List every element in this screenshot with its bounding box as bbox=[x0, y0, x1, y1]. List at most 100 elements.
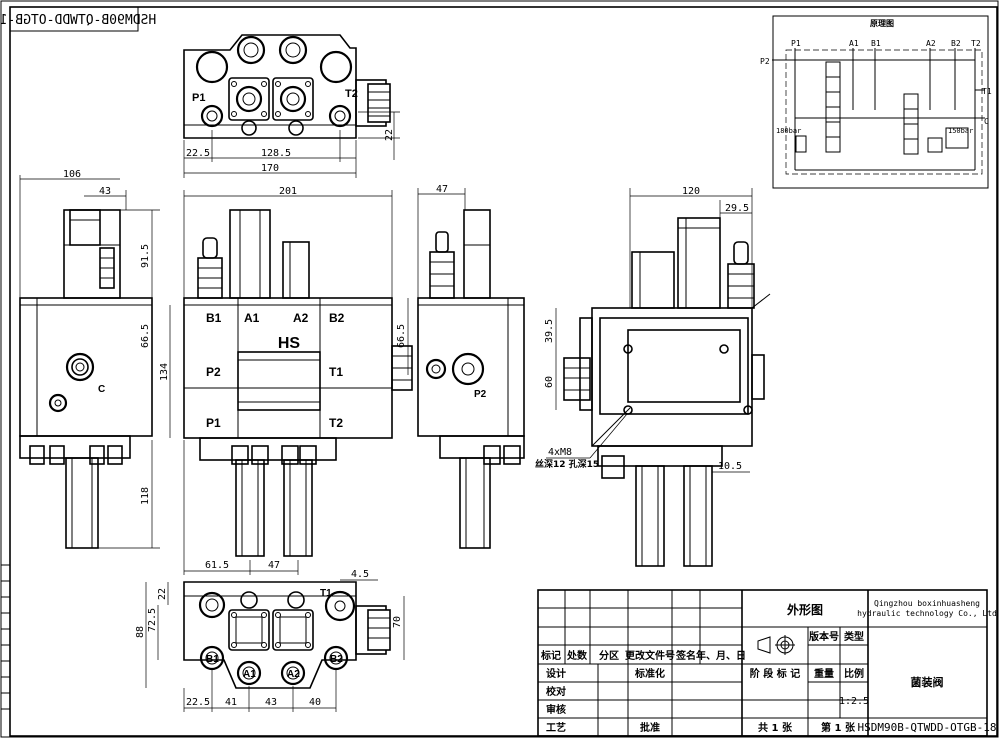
tb-standardize: 标准化 bbox=[634, 667, 665, 680]
sch-port-a2: A2 bbox=[926, 39, 936, 48]
front-port-a1: A1 bbox=[244, 311, 260, 325]
sch-port-a1: A1 bbox=[849, 39, 859, 48]
bottom-dim-70: 70 bbox=[392, 616, 403, 628]
tb-stage-mark: 阶 段 标 记 bbox=[750, 667, 800, 680]
left-dim-106: 106 bbox=[63, 169, 81, 180]
front-dim-201: 201 bbox=[279, 186, 297, 197]
top-port-t2: T2 bbox=[345, 88, 358, 100]
sch-port-t2: T2 bbox=[971, 39, 981, 48]
front-port-b2: B2 bbox=[329, 311, 345, 325]
tb-row-review: 审核 bbox=[546, 703, 566, 716]
tb-product-name: 菌装阀 bbox=[911, 675, 944, 689]
front-port-a2: A2 bbox=[293, 311, 309, 325]
top-dim-170: 170 bbox=[261, 163, 279, 174]
tb-col-zone: 分区 bbox=[599, 649, 619, 662]
left-side-view: C 106 43 91.5 66.5 118 bbox=[19, 169, 160, 549]
front-port-t1: T1 bbox=[329, 365, 343, 379]
sch-port-b1: B1 bbox=[871, 39, 881, 48]
tb-scale-value: 1:2.5 bbox=[839, 696, 869, 707]
left-dim-43: 43 bbox=[99, 186, 111, 197]
front-dim-134: 134 bbox=[159, 363, 170, 381]
bottom-dim-4-5: 4.5 bbox=[351, 569, 369, 580]
bottom-dim-41: 41 bbox=[225, 697, 237, 708]
front-dim-61-5: 61.5 bbox=[205, 560, 229, 571]
right-side-view: P2 47 66.5 bbox=[396, 184, 525, 549]
left-port-c: C bbox=[98, 384, 105, 395]
far-thread-note-1: 4xM8 bbox=[548, 447, 572, 458]
top-view: P1 T2 22.5 128.5 170 22 bbox=[183, 34, 400, 178]
tb-col-date: 年、月、日 bbox=[696, 649, 746, 662]
bottom-dim-22-5: 22.5 bbox=[186, 697, 210, 708]
sch-port-c: C bbox=[984, 117, 989, 126]
top-dim-22-5: 22.5 bbox=[186, 148, 210, 159]
tb-scale-label: 比例 bbox=[844, 667, 864, 680]
bottom-port-b2: B2 bbox=[330, 654, 343, 665]
front-port-p1: P1 bbox=[206, 416, 221, 430]
front-dim-47: 47 bbox=[268, 560, 280, 571]
bottom-view: T1 B1 A1 A2 B2 22 72.5 88 4.5 70 22.5 41… bbox=[135, 569, 405, 712]
far-dim-10-5: 10.5 bbox=[718, 461, 742, 472]
bottom-port-b1: B1 bbox=[206, 654, 219, 665]
bottom-dim-40: 40 bbox=[309, 697, 321, 708]
tb-sheet-total: 共 1 张 bbox=[758, 721, 793, 734]
tb-col-mark: 标记 bbox=[540, 649, 561, 662]
far-dim-60: 60 bbox=[544, 376, 555, 388]
bottom-dim-72-5: 72.5 bbox=[147, 608, 158, 632]
front-port-b1: B1 bbox=[206, 311, 222, 325]
bottom-dim-22: 22 bbox=[157, 588, 168, 600]
tb-weight-label: 重量 bbox=[814, 667, 834, 680]
top-port-p1: P1 bbox=[192, 92, 205, 104]
front-view: HS B1 A1 A2 B2 P2 T1 P1 T2 201 134 61.5 … bbox=[159, 186, 413, 575]
schematic-title: 原理图 bbox=[870, 19, 894, 28]
bottom-dim-43: 43 bbox=[265, 697, 277, 708]
left-dim-118: 118 bbox=[140, 487, 151, 505]
sch-port-p1: P1 bbox=[791, 39, 801, 48]
left-dim-91-5: 91.5 bbox=[140, 244, 151, 268]
sch-port-b2: B2 bbox=[951, 39, 961, 48]
right-dim-66-5: 66.5 bbox=[396, 324, 407, 348]
far-right-view: 120 29.5 39.5 60 10.5 4xM8 丝深12 孔深15 bbox=[535, 186, 771, 567]
tb-col-count: 处数 bbox=[566, 649, 588, 662]
tb-drawing-name: 外形图 bbox=[787, 602, 823, 617]
title-block: 标记 处数 分区 更改文件号 签名 年、月、日 设计 校对 审核 工艺 标准化 … bbox=[537, 589, 997, 737]
sch-port-p2: P2 bbox=[760, 57, 770, 66]
far-dim-29-5: 29.5 bbox=[725, 203, 749, 214]
tb-col-sign: 签名 bbox=[675, 649, 696, 662]
tb-row-design: 设计 bbox=[546, 667, 566, 680]
projection-symbol-icon bbox=[757, 635, 795, 655]
front-port-p2: P2 bbox=[206, 365, 221, 379]
bottom-port-a1: A1 bbox=[243, 669, 256, 680]
hydraulic-schematic: 原理图 P1 A1 B1 A2 B2 T2 P2 T1 C 180bar bbox=[760, 15, 992, 189]
tb-drawing-code: HSDM90B-QTWDD-OTGB-18 bbox=[857, 721, 996, 734]
front-port-t2: T2 bbox=[329, 416, 343, 430]
bottom-dim-88: 88 bbox=[135, 626, 146, 638]
far-thread-note-2: 丝深12 孔深15 bbox=[535, 458, 599, 470]
top-dim-22: 22 bbox=[384, 129, 395, 141]
left-margin-ruler bbox=[1, 564, 10, 710]
tb-col-change-doc: 更改文件号 bbox=[625, 649, 675, 662]
bottom-port-a2: A2 bbox=[287, 669, 300, 680]
tb-row-check: 校对 bbox=[546, 685, 566, 698]
left-dim-66-5: 66.5 bbox=[140, 324, 151, 348]
sch-pressure-180: 180bar bbox=[776, 127, 801, 135]
far-dim-120: 120 bbox=[682, 186, 700, 197]
mirrored-drawing-code: HSDM90B-QTWDD-OTGB-18 bbox=[0, 13, 156, 28]
sch-port-t1: T1 bbox=[982, 87, 992, 96]
drawing-frame bbox=[9, 6, 998, 737]
tb-approve: 批准 bbox=[640, 721, 660, 734]
tb-row-process: 工艺 bbox=[546, 721, 566, 734]
tb-sheet-no: 第 1 张 bbox=[821, 721, 856, 734]
top-dim-128-5: 128.5 bbox=[261, 148, 291, 159]
tb-version-label: 版本号 bbox=[809, 630, 839, 643]
right-port-p2: P2 bbox=[474, 389, 487, 400]
bottom-port-t1: T1 bbox=[320, 588, 332, 599]
right-dim-47: 47 bbox=[436, 184, 448, 195]
sch-pressure-150: 150bar bbox=[948, 127, 973, 135]
far-dim-39-5: 39.5 bbox=[544, 319, 555, 343]
front-brand-hs: HS bbox=[278, 335, 301, 352]
mirrored-code-box: HSDM90B-QTWDD-OTGB-18 bbox=[0, 6, 156, 32]
tb-type-label: 类型 bbox=[844, 630, 864, 643]
